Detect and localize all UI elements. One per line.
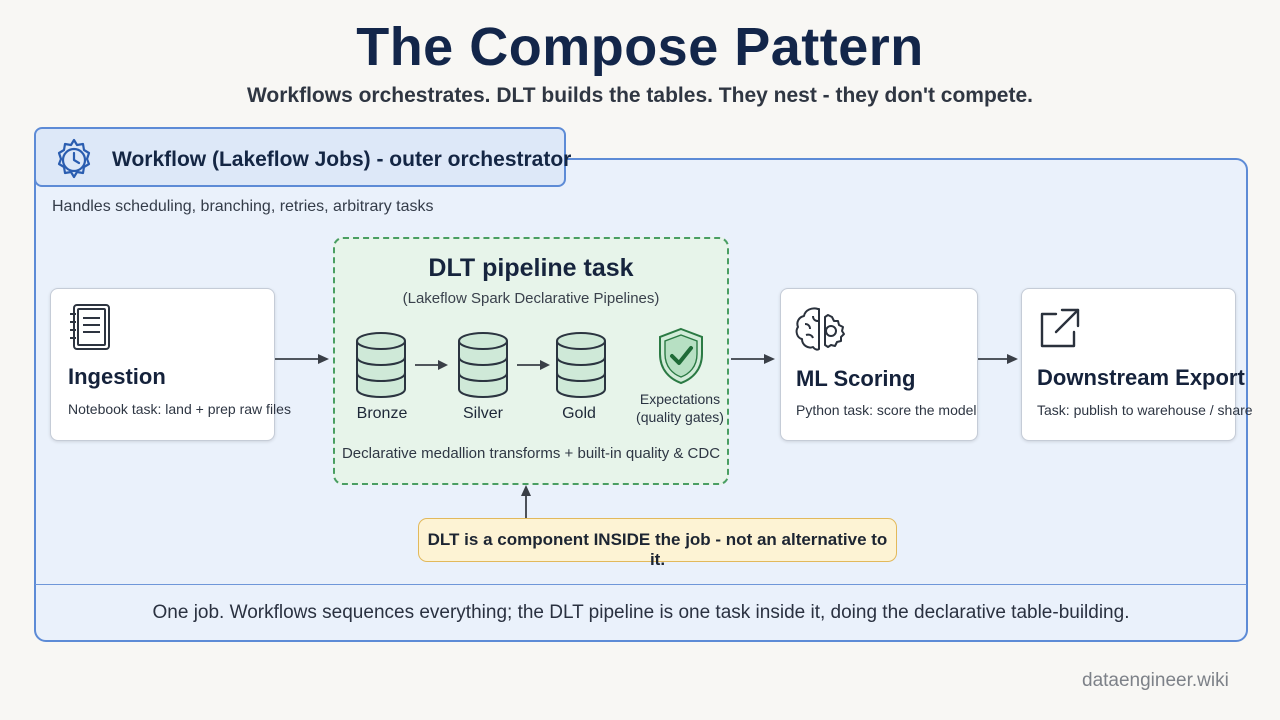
gear-clock-icon (57, 138, 91, 179)
footer-divider (35, 584, 1247, 585)
bronze-database-icon (356, 332, 406, 399)
ml-scoring-card (780, 288, 978, 441)
notebook-icon (70, 304, 110, 350)
downstream-export-card (1021, 288, 1236, 441)
workflow-header (34, 127, 566, 187)
gold-database-icon (556, 332, 606, 399)
page-subtitle: Workflows orchestrates. DLT builds the t… (246, 84, 1033, 107)
dlt-footer: Declarative medallion transforms + built… (341, 445, 721, 462)
shield-check-icon (659, 327, 703, 385)
silver-database-icon (458, 332, 508, 399)
expectations-label: Expectations (quality gates) (630, 390, 730, 426)
stage-gold-label: Gold (562, 405, 596, 422)
external-link-icon (1040, 308, 1080, 348)
dlt-subtitle: (Lakeflow Spark Declarative Pipelines) (402, 290, 660, 307)
arrow-dlt-to-ml (731, 354, 775, 364)
footer-note: One job. Workflows sequences everything;… (152, 602, 1130, 623)
ingestion-description: Notebook task: land + prep raw files (68, 401, 291, 417)
stage-bronze-label: Bronze (356, 405, 408, 422)
ml-scoring-description: Python task: score the model (796, 402, 977, 418)
arrow-ml-to-export (978, 354, 1018, 364)
callout-box (418, 518, 897, 562)
downstream-export-description: Task: publish to warehouse / share (1037, 402, 1253, 418)
arrow-silver-to-gold (517, 360, 550, 370)
arrow-bronze-to-silver (415, 360, 448, 370)
ml-scoring-title: ML Scoring (796, 366, 916, 391)
callout-text: DLT is a component INSIDE the job - not … (427, 530, 888, 569)
arrow-callout-to-dlt (521, 485, 531, 519)
expectations-line-1: Expectations (639, 391, 721, 407)
workflow-label: Workflow (Lakeflow Jobs) - outer orchest… (112, 148, 572, 171)
ingestion-title: Ingestion (68, 364, 166, 389)
brain-gear-icon (795, 307, 845, 351)
page-title: The Compose Pattern (356, 17, 924, 77)
ingestion-card (50, 288, 275, 441)
arrow-ingestion-to-dlt (275, 354, 329, 364)
watermark: dataengineer.wiki (1082, 670, 1229, 691)
expectations-line-2: (quality gates) (636, 409, 724, 425)
workflow-description: Handles scheduling, branching, retries, … (52, 198, 434, 215)
stage-silver-label: Silver (462, 405, 503, 422)
downstream-export-title: Downstream Export (1037, 365, 1245, 390)
dlt-title: DLT pipeline task (428, 254, 634, 282)
